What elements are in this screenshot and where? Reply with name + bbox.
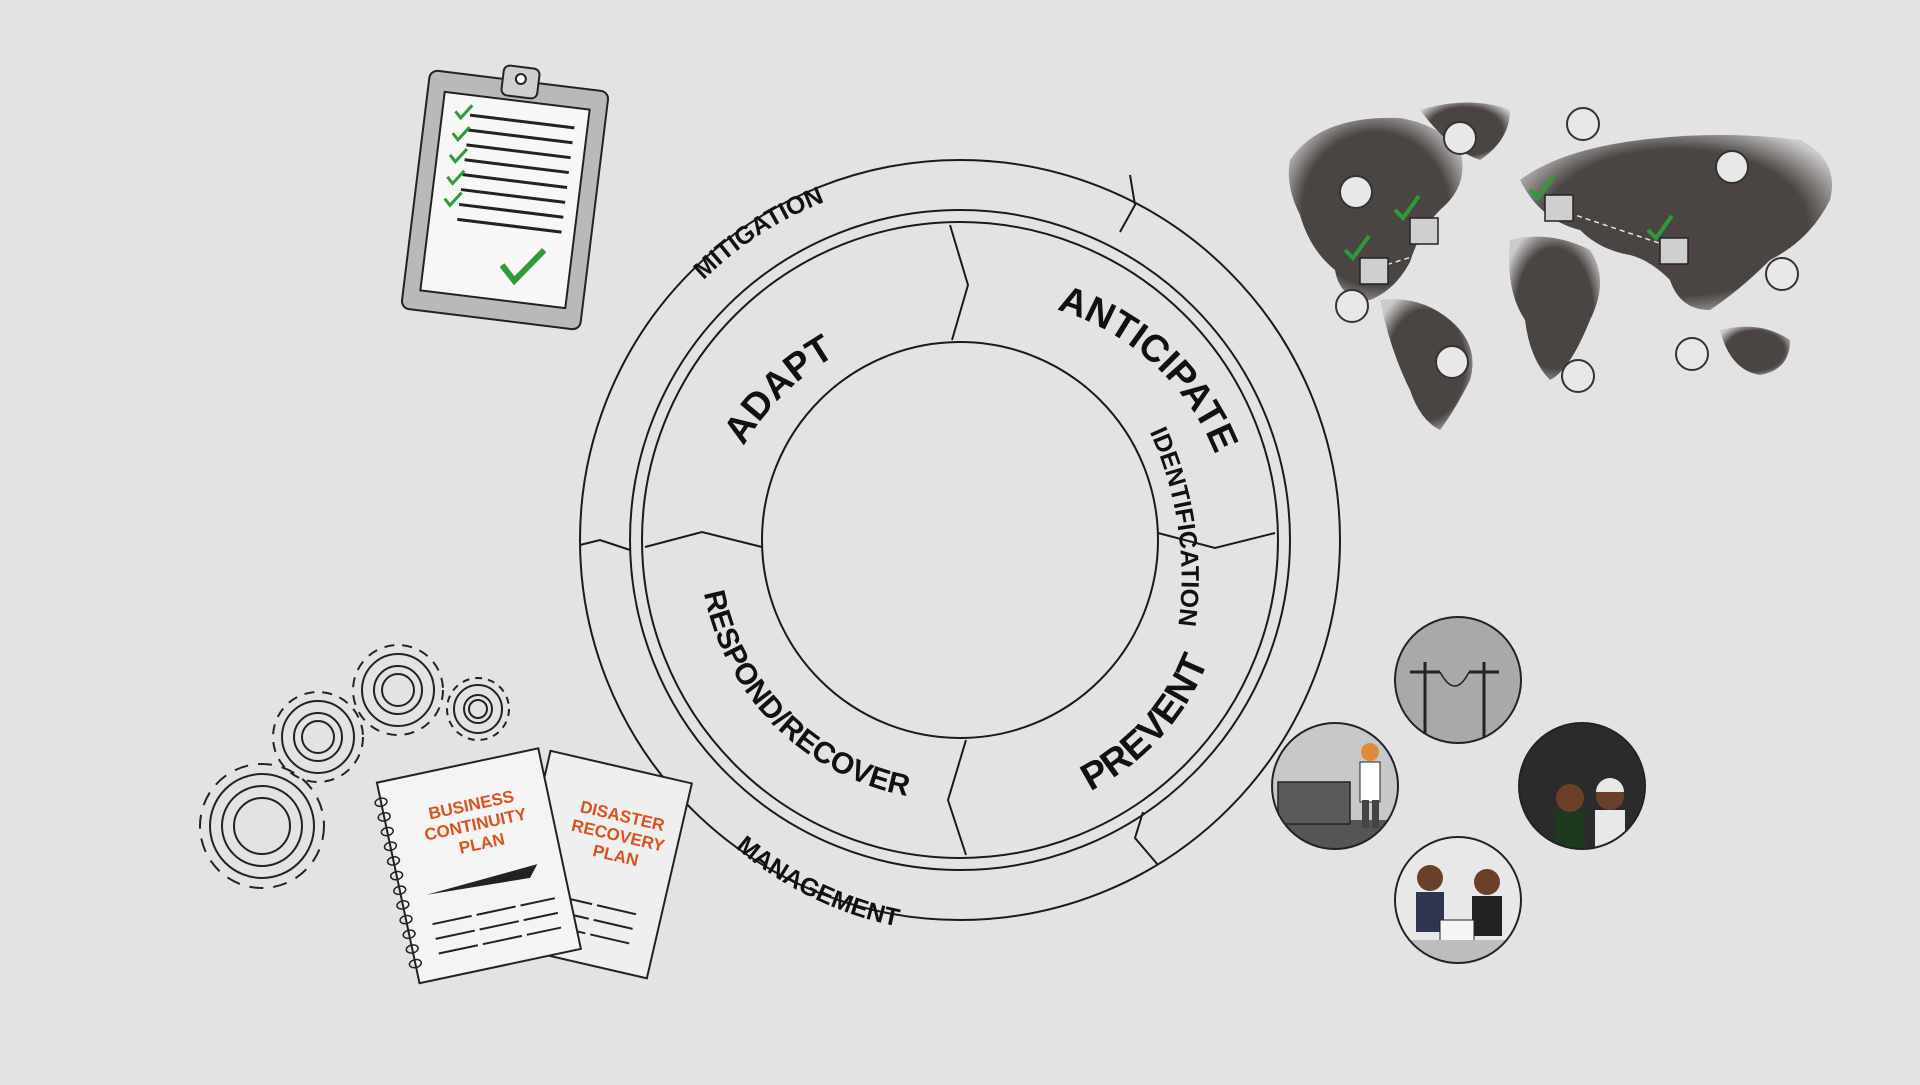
clipboard-checklist-icon bbox=[400, 64, 610, 331]
generator-icon bbox=[1271, 722, 1399, 850]
inner-divider-bottom bbox=[946, 739, 967, 856]
workers-icon bbox=[1518, 722, 1646, 850]
power-lines-icon bbox=[1394, 616, 1522, 744]
inner-ring-outer-edge bbox=[641, 221, 1279, 859]
label-respond-recover: RESPOND/RECOVER bbox=[697, 587, 913, 803]
inner-divider-top bbox=[949, 224, 970, 341]
inner-divider-left bbox=[644, 530, 763, 548]
outer-divider-top-right bbox=[1119, 174, 1137, 233]
svg-text:BUSINESS CONTINUITY: BUSINESS CONTINUITY PLAN bbox=[419, 784, 537, 864]
team-meeting-icon bbox=[1394, 836, 1522, 964]
business-continuity-plan-document: BUSINESS CONTINUITY PLAN bbox=[374, 747, 583, 985]
outer-ring-inner-edge bbox=[629, 209, 1291, 871]
outer-divider-left bbox=[579, 538, 631, 551]
inner-divider-right bbox=[1157, 532, 1276, 550]
center-circle bbox=[761, 341, 1159, 739]
label-prevent: PREVENT bbox=[1074, 648, 1217, 800]
gears-icon bbox=[199, 644, 510, 889]
label-identification: IDENTIFICATION bbox=[1144, 423, 1204, 628]
outer-divider-bottom-right bbox=[1133, 811, 1159, 866]
label-adapt: ADAPT bbox=[716, 327, 841, 451]
label-anticipate: ANTICIPATE bbox=[1054, 278, 1246, 458]
outer-ring-edge bbox=[579, 159, 1341, 921]
resilience-cycle-diagram: MITIGATION IDENTIFICATION MANAGEMENT ADA… bbox=[579, 159, 1341, 932]
label-mitigation: MITIGATION bbox=[688, 181, 827, 284]
world-map-icon bbox=[1288, 102, 1832, 430]
